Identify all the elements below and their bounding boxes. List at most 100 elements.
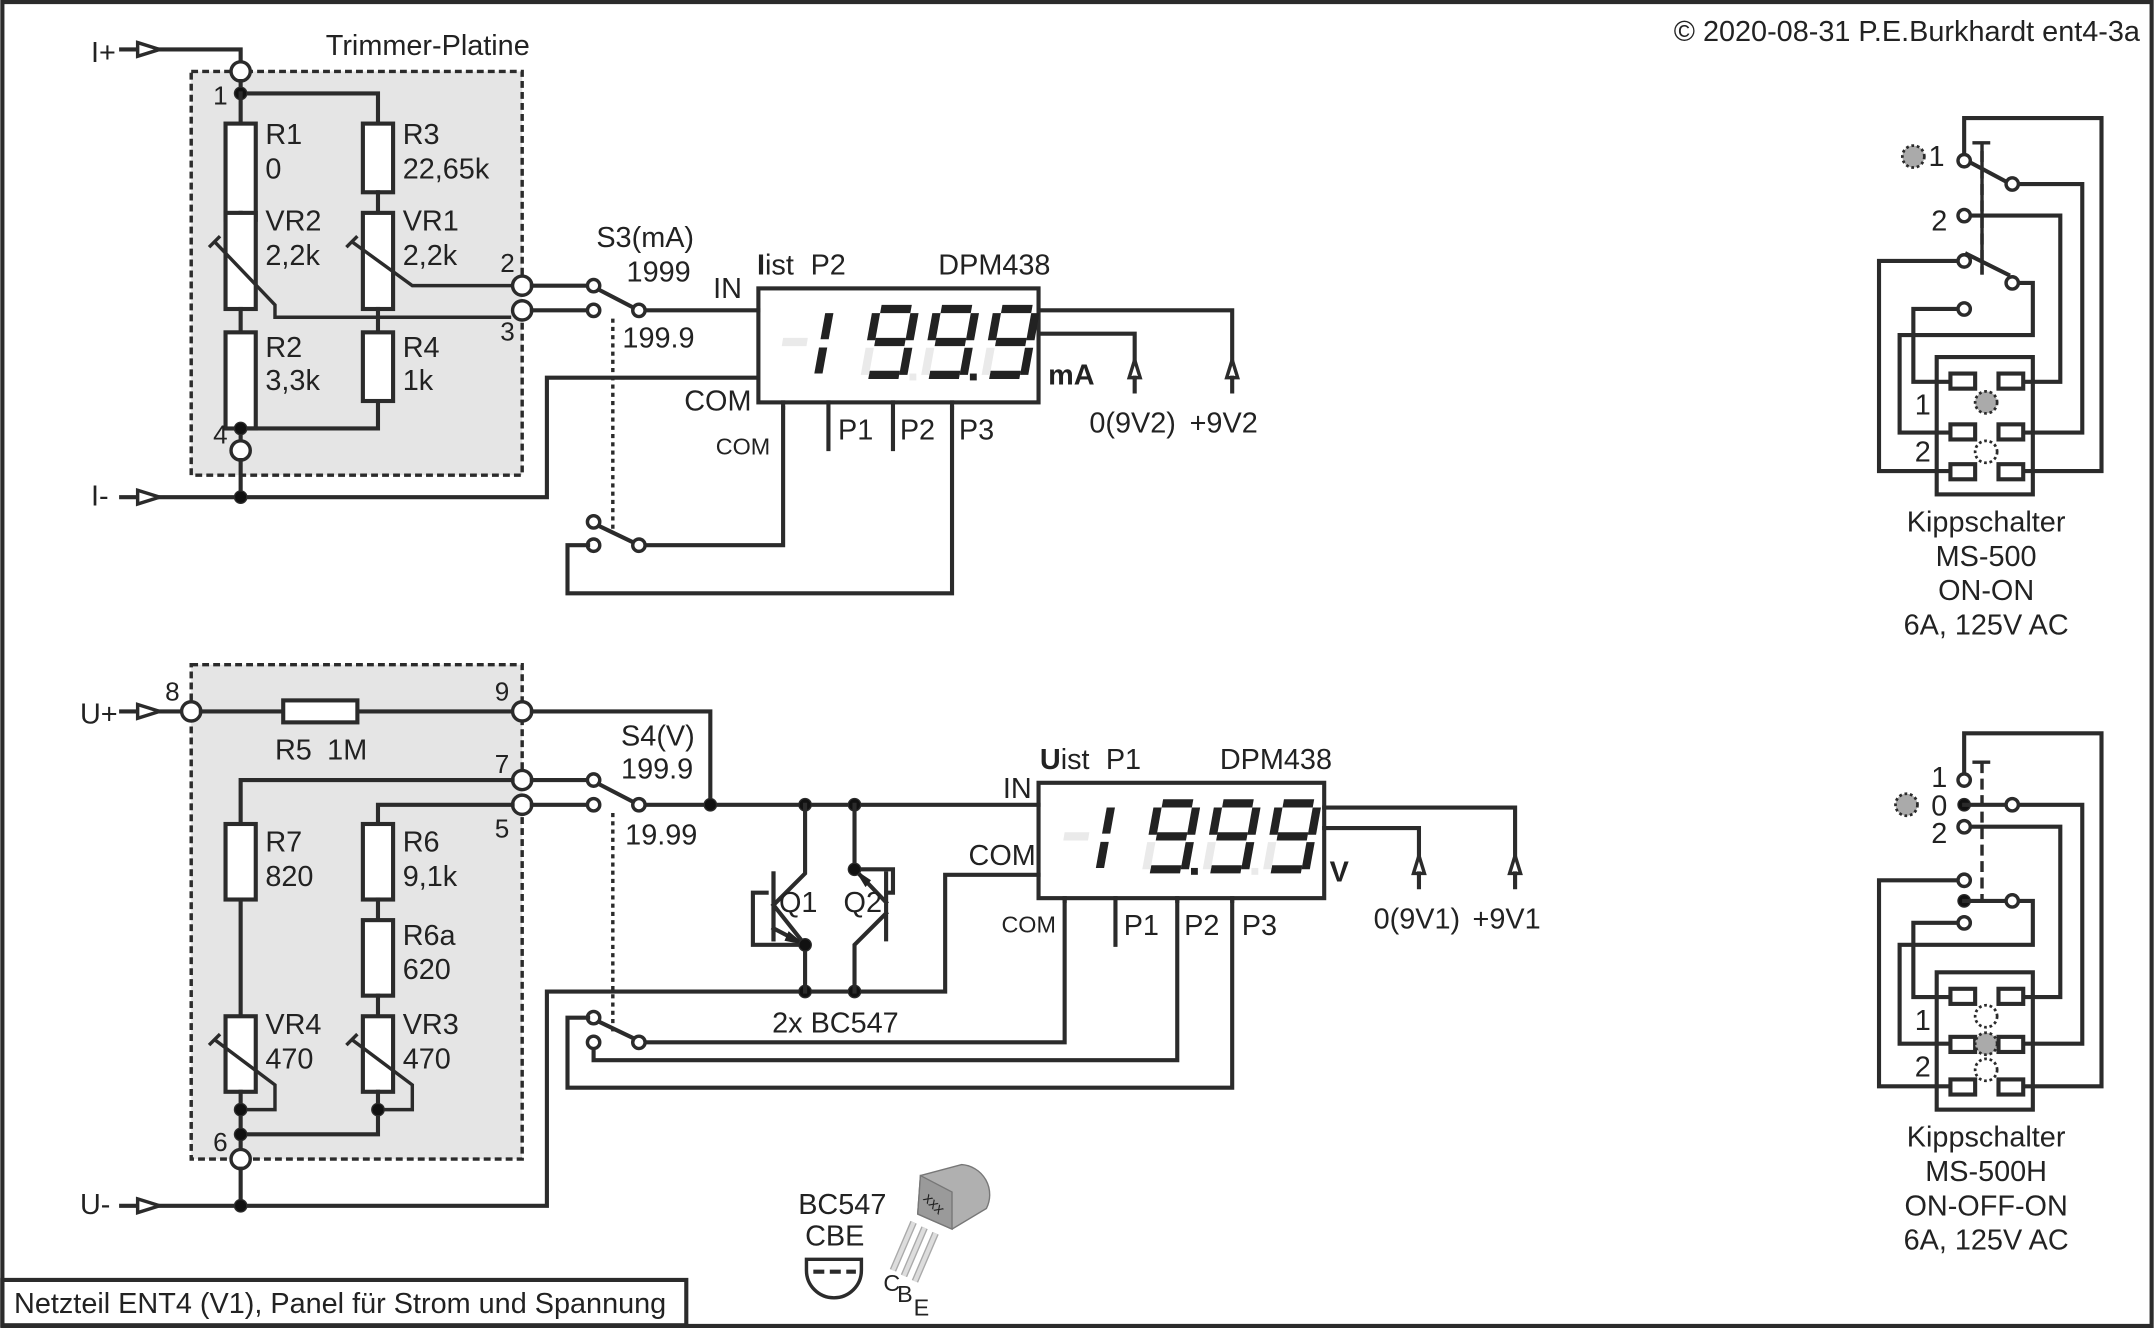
current-section: Trimmer-Platine I+ 1 R1 0: [91, 30, 1258, 596]
ts2-contact[interactable]: [1956, 818, 1973, 835]
wire: [2012, 802, 2085, 1046]
resistor-r2: [223, 330, 258, 431]
s4-lever[interactable]: [596, 781, 637, 805]
junction-dot: [847, 862, 862, 877]
s4b-contact[interactable]: [585, 1034, 602, 1051]
ts2-contact[interactable]: [2004, 893, 2021, 909]
s4b-lever[interactable]: [596, 1019, 637, 1041]
digit-1-segment-a: [880, 304, 912, 314]
s3-contact[interactable]: [585, 277, 602, 294]
ts1-contact[interactable]: [2004, 176, 2021, 192]
s4-contact[interactable]: [585, 796, 602, 813]
caption-text: Netzteil ENT4 (V1), Panel für Strom und …: [14, 1288, 666, 1320]
ts2-rating: 6A, 125V AC: [1904, 1225, 2069, 1257]
digit-3-segment-a: [1000, 304, 1033, 314]
pin-b-label: B: [897, 1281, 913, 1307]
s4b-contact[interactable]: [631, 1034, 647, 1051]
ts1-rating: 6A, 125V AC: [1904, 609, 2069, 641]
ts2-contact[interactable]: [1956, 772, 1973, 788]
wire: [1911, 306, 1960, 384]
wire: [1897, 898, 2035, 1046]
digit-2-segment-g: [1216, 832, 1248, 841]
s3b-lever[interactable]: [596, 523, 637, 546]
s3-lever[interactable]: [596, 286, 637, 311]
q2-base-wire: [852, 867, 896, 895]
wire: [529, 709, 713, 807]
digit-3-segment-d: [989, 370, 1021, 380]
ts1-contact[interactable]: [1956, 207, 1973, 224]
ts2-inactive-indicator-icon: [1973, 1003, 1999, 1029]
vr2-wiper-wire: [207, 234, 512, 319]
ts1-levers[interactable]: [1964, 157, 2011, 278]
ts2-contact[interactable]: [1956, 872, 1973, 889]
ts1-pos-2: 2: [1931, 206, 1947, 238]
s4-contact[interactable]: [631, 796, 647, 813]
s3-pos-b: 199.9: [622, 322, 694, 354]
s3b-contact[interactable]: [631, 537, 647, 554]
meter1-point: P2: [811, 250, 846, 282]
digit-0-segment-b: [1102, 807, 1115, 834]
junction-dot: [233, 421, 248, 436]
u-minus-wire: [119, 872, 1041, 1208]
ts1-contact[interactable]: [2004, 275, 2021, 291]
u-minus-arrow-icon: [135, 1196, 166, 1215]
ts2-contact[interactable]: [1956, 914, 1973, 931]
copyright-text: © 2020-08-31 P.E.Burkhardt ent4-3a: [1674, 16, 2141, 48]
digit-3-segment-f: [987, 313, 1001, 341]
ts1-contact[interactable]: [1956, 253, 1973, 269]
node-5-label: 5: [495, 814, 510, 844]
ts2-contact[interactable]: [2004, 796, 2021, 813]
digit-2-segment-b: [965, 313, 979, 341]
decimal-point-1: [909, 373, 917, 381]
digit-2-segment-e: [1202, 842, 1216, 870]
s4-pos-a: 199.9: [621, 754, 693, 786]
s3-contact[interactable]: [631, 302, 647, 319]
terminal-1: [229, 60, 252, 83]
ts1-active-indicator-icon: [1973, 390, 1999, 415]
terminal-9: [510, 700, 534, 723]
r4-ref: R4: [403, 332, 440, 364]
ts1-lug: [1948, 371, 1978, 391]
junction-dot: [233, 490, 248, 505]
u-plus-arrow-icon: [135, 702, 166, 721]
wire: [529, 777, 591, 807]
meter2-unit: V: [1330, 857, 1350, 889]
r2-ref: R2: [265, 332, 302, 364]
ts2-pos-0: 0: [1931, 791, 1947, 823]
trimmer-vr4: [223, 1014, 258, 1094]
node-6-label: 6: [213, 1127, 228, 1157]
wire: [591, 898, 1180, 1063]
digit-1-segment-g: [1155, 832, 1188, 841]
position-indicator-icon: [1894, 792, 1919, 818]
digit-2-segment-a: [1222, 799, 1254, 808]
resistor-r7: [223, 821, 258, 902]
s3b-contact[interactable]: [585, 513, 602, 530]
bc547-pinout: BC547 CBE xxx C B E: [798, 1163, 991, 1321]
r7-value: 820: [265, 861, 313, 893]
ts1-lug: [1948, 422, 1978, 442]
s4-contact[interactable]: [585, 772, 602, 788]
r1-value: 0: [265, 154, 281, 186]
vr3-ref: VR3: [403, 1009, 459, 1041]
ts1-contact[interactable]: [1956, 301, 1973, 317]
supply-arrow-icon: [1126, 353, 1143, 380]
meter2-point: P1: [1106, 744, 1141, 776]
wire: [1962, 731, 2104, 1089]
meter1-title-rest: ist: [765, 250, 794, 282]
wire: [1911, 920, 1960, 1000]
wire: [1968, 213, 2063, 384]
ts1-contact[interactable]: [1956, 152, 1973, 169]
digit-1-segment-d: [1149, 865, 1182, 874]
digit-1-segment-e: [860, 347, 874, 375]
s3-label: S3(mA): [596, 222, 694, 254]
meter1-pin-p1: P1: [838, 414, 873, 446]
s3-contact[interactable]: [585, 302, 602, 319]
pin-e-label: E: [914, 1295, 930, 1321]
r1-ref: R1: [265, 119, 302, 151]
meter1-com-label: COM: [684, 386, 751, 418]
s3-pos-a: 1999: [627, 257, 691, 289]
toggle-switch-ms500: 1 2 1 2 Kippschalter MS-500 ON-ON 6A, 12…: [1876, 116, 2104, 641]
wire: [375, 802, 515, 827]
